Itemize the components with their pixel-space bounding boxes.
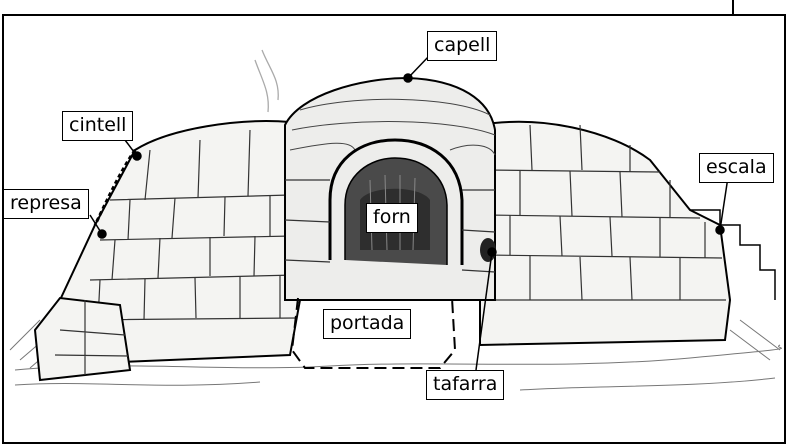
label-represa: represa: [3, 189, 89, 219]
label-cintell: cintell: [62, 111, 133, 141]
smoke-lines: [255, 50, 278, 112]
represa-point: [98, 230, 106, 238]
label-escala: escala: [699, 153, 774, 183]
cintell-point: [133, 152, 141, 160]
front-left-block: [35, 298, 130, 380]
escala-point: [716, 226, 724, 234]
tafarra-point: [488, 248, 496, 256]
label-capell: capell: [427, 31, 497, 61]
label-tafarra: tafarra: [426, 370, 504, 400]
central-dome-structure: [285, 78, 496, 300]
capell-point: [404, 74, 412, 82]
label-portada: portada: [323, 309, 411, 339]
label-forn: forn: [366, 203, 418, 233]
